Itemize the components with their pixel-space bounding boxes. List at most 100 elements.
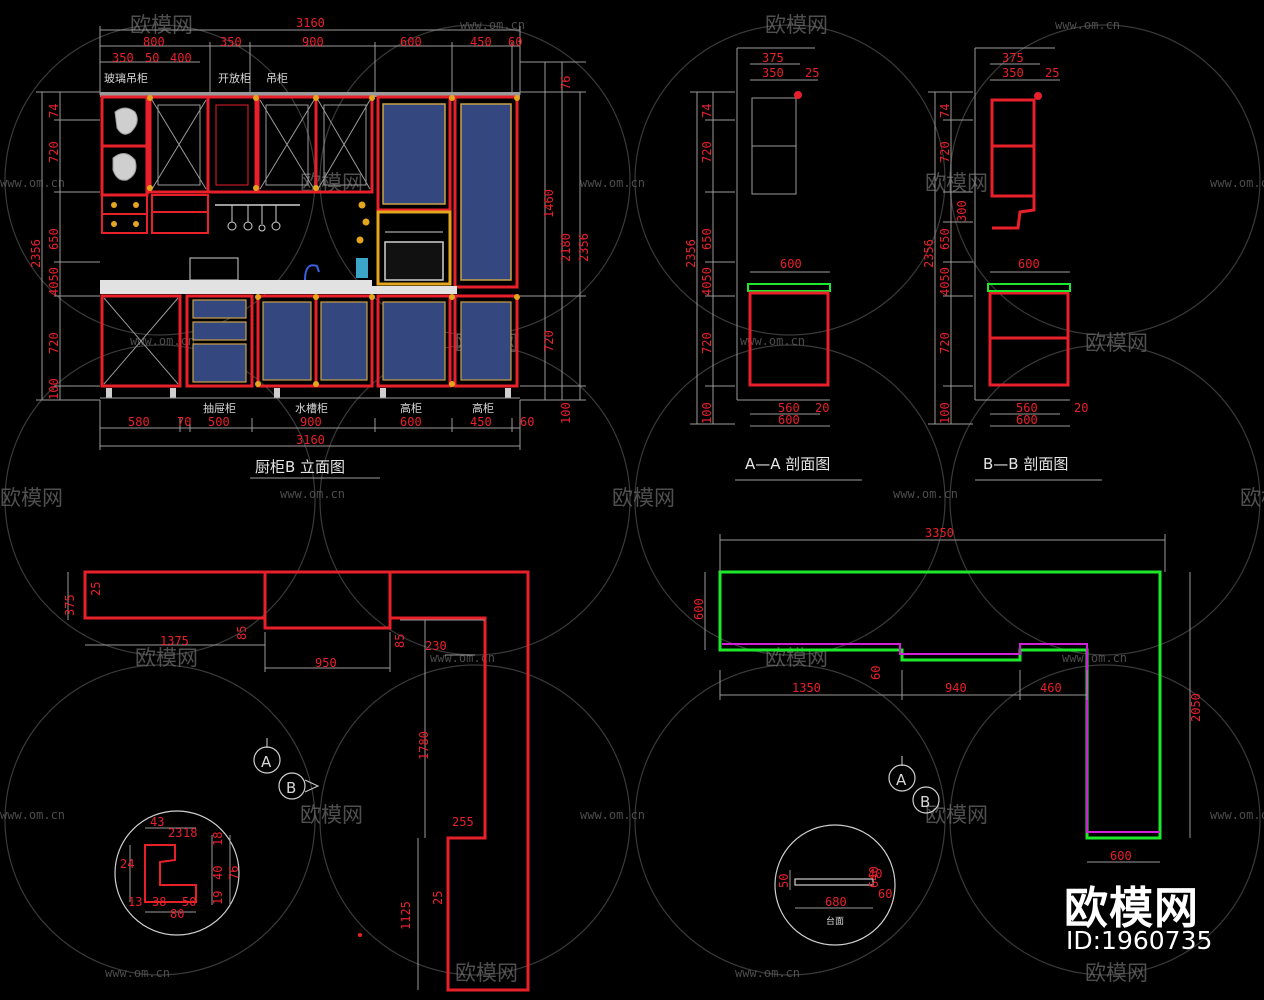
watermark-brand: 欧模网: [1085, 331, 1148, 355]
watermark-url: www.om.cn: [280, 487, 345, 501]
watermark-brand: 欧模网: [925, 171, 988, 195]
detail-countertop: 50 680 640 40 60 台面: [774, 824, 896, 946]
dim-left: 4050: [47, 267, 61, 296]
dim-plan-upper: 950: [315, 656, 337, 670]
dim-top-sub: 350: [112, 51, 134, 65]
section-marker-b: B: [920, 793, 930, 811]
watermark-brand: 欧模网: [612, 486, 675, 510]
dim-detail-counter: 680: [825, 895, 847, 909]
dim-section-a: 25: [805, 66, 819, 80]
dim-left-total: 2356: [29, 239, 43, 268]
dim-section-b-left: 720: [938, 141, 952, 163]
watermark-url: www.om.cn: [460, 18, 525, 32]
dim-detail: 18: [211, 832, 225, 846]
dim-counter: 460: [1040, 681, 1062, 695]
dim-top: 450: [470, 35, 492, 49]
elevation-title: 厨柜B 立面图: [255, 458, 345, 476]
watermark-url: www.om.cn: [735, 966, 800, 980]
dim-top: 900: [302, 35, 324, 49]
dim-bottom: 60: [520, 415, 534, 429]
dim-plan-upper: 1125: [399, 901, 413, 930]
watermark-brand: 欧模网: [130, 13, 193, 37]
label-open-cabinet: 开放柜: [218, 71, 251, 85]
dim-section-a-left: 74: [700, 104, 714, 118]
watermark-url: www.om.cn: [1062, 651, 1127, 665]
dim-section-a-left: 650: [700, 228, 714, 250]
dim-section-b: 375: [1002, 51, 1024, 65]
dim-bottom: 450: [470, 415, 492, 429]
dim-section-b-total: 2356: [922, 239, 936, 268]
dim-detail: 13: [128, 895, 142, 909]
section-b-title: B—B 剖面图: [983, 455, 1068, 473]
plan-countertop: 3350 600 1350 60 940 460 2050 600 A B: [692, 526, 1203, 863]
dim-counter: 600: [692, 598, 706, 620]
dim-bottom: 70: [177, 415, 191, 429]
label-glass-wall-cabinet: 玻璃吊柜: [104, 71, 148, 85]
dim-counter: 940: [945, 681, 967, 695]
dim-bottom: 900: [300, 415, 322, 429]
dim-detail: 24: [120, 857, 134, 871]
watermark-url: www.om.cn: [1210, 176, 1264, 190]
dim-right: 76: [559, 76, 573, 90]
dim-left: 650: [47, 228, 61, 250]
dim-detail: 19: [211, 891, 225, 905]
dim-section-b: 560: [1016, 401, 1038, 415]
dim-bottom-total: 3160: [296, 433, 325, 447]
dim-counter: 60: [869, 666, 883, 680]
dim-section-a: 560: [778, 401, 800, 415]
watermark-url: www.om.cn: [740, 334, 805, 348]
dim-bottom: 500: [208, 415, 230, 429]
label-drawer-cabinet: 抽屉柜: [203, 401, 236, 415]
dim-right: 2180: [559, 233, 573, 262]
watermark-arcs: [4, 24, 1261, 976]
dim-section-b-left: 74: [938, 104, 952, 118]
dim-detail-counter: 50: [777, 874, 791, 888]
dim-section-b-left: 100: [938, 402, 952, 424]
watermark-brand: 欧模网: [0, 486, 63, 510]
dim-plan-upper: 25: [431, 891, 445, 905]
dim-counter: 2050: [1189, 693, 1203, 722]
section-marker-a: A: [896, 771, 907, 789]
label-tall-cabinet: 高柜: [472, 401, 494, 415]
label-countertop: 台面: [826, 915, 844, 927]
section-a-title: A—A 剖面图: [745, 455, 830, 473]
dim-plan-upper: 375: [63, 594, 77, 616]
plan-upper-cabinets: 375 25 1375 85 950 85 230 1780 255 25 11…: [63, 570, 530, 992]
dim-section-a-left: 720: [700, 332, 714, 354]
dim-section-a-total: 2356: [684, 239, 698, 268]
dim-section-a: 375: [762, 51, 784, 65]
label-wall-cabinet: 吊柜: [266, 72, 288, 85]
dim-detail: 76: [227, 866, 241, 880]
dim-right: 2356: [577, 233, 591, 262]
label-sink-cabinet: 水槽柜: [295, 402, 328, 415]
dim-section-a: 600: [778, 413, 800, 427]
dim-detail: 50: [182, 895, 196, 909]
brand-logo-text: 欧模网: [1064, 883, 1199, 934]
section-b: 375 350 25 600 560 20 600 74 720 300 650…: [922, 47, 1102, 481]
dim-detail: 43: [150, 815, 164, 829]
watermark-brand: 欧模网: [300, 803, 363, 827]
dim-plan-upper: 25: [89, 582, 103, 596]
dim-right: 100: [559, 402, 573, 424]
dim-left: 74: [47, 104, 61, 118]
dim-detail: 18: [183, 826, 197, 840]
dim-plan-upper: 1375: [160, 634, 189, 648]
dim-section-b-left: 300: [955, 200, 969, 222]
watermark-url: www.om.cn: [105, 966, 170, 980]
dim-top-total: 3160: [296, 16, 325, 30]
watermark-brand: 欧模网: [455, 961, 518, 985]
dim-section-a: 600: [780, 257, 802, 271]
dim-top: 800: [143, 35, 165, 49]
dim-section-b-left: 650: [938, 228, 952, 250]
dim-plan-upper: 1780: [417, 731, 431, 760]
watermark-url: www.om.cn: [130, 334, 195, 348]
watermark-brand: 欧模网: [1240, 486, 1264, 510]
dim-top: 60: [508, 35, 522, 49]
section-a: 375 350 25 600 560 20 600 74 720 650 405…: [684, 47, 862, 481]
dim-right: 720: [542, 330, 556, 352]
watermark-brand: 欧模网: [765, 13, 828, 37]
dim-section-b-left: 720: [938, 332, 952, 354]
dim-plan-upper: 230: [425, 639, 447, 653]
dim-section-b: 600: [1018, 257, 1040, 271]
